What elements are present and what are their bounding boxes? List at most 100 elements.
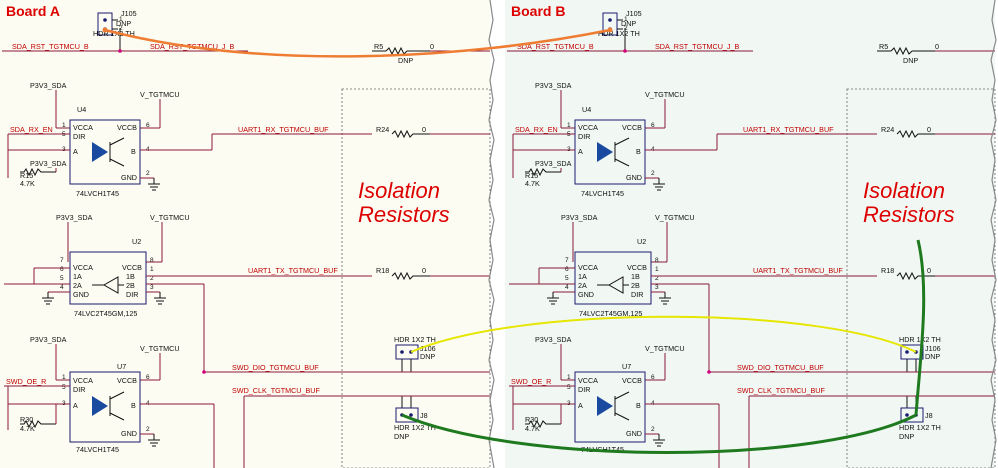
svg-text:74LVCH1T45: 74LVCH1T45 bbox=[76, 189, 119, 198]
svg-text:6: 6 bbox=[651, 122, 655, 129]
svg-text:DIR: DIR bbox=[73, 385, 85, 394]
svg-text:J106: J106 bbox=[420, 344, 436, 353]
svg-text:VCCB: VCCB bbox=[122, 263, 142, 272]
svg-text:VCCB: VCCB bbox=[622, 123, 642, 132]
svg-text:UART1_TX_TGTMCU_BUF: UART1_TX_TGTMCU_BUF bbox=[753, 266, 843, 275]
panel-separator bbox=[488, 0, 495, 468]
svg-text:GND: GND bbox=[578, 290, 594, 299]
svg-text:DIR: DIR bbox=[631, 290, 643, 299]
svg-text:2A: 2A bbox=[578, 281, 587, 290]
svg-text:P3V3_SDA: P3V3_SDA bbox=[30, 81, 67, 90]
svg-text:GND: GND bbox=[626, 173, 642, 182]
svg-text:VCCA: VCCA bbox=[578, 376, 598, 385]
svg-text:R5: R5 bbox=[374, 42, 383, 51]
svg-text:1B: 1B bbox=[126, 272, 135, 281]
svg-text:HDR 1X2 TH: HDR 1X2 TH bbox=[899, 335, 941, 344]
svg-text:0: 0 bbox=[927, 266, 931, 275]
svg-text:R15: R15 bbox=[20, 171, 33, 180]
orange-wire bbox=[104, 28, 611, 58]
svg-text:1: 1 bbox=[119, 16, 123, 23]
svg-text:4.7K: 4.7K bbox=[525, 424, 540, 433]
svg-text:DNP: DNP bbox=[398, 56, 413, 65]
isolation-label-2-b: Resistors bbox=[863, 202, 955, 227]
svg-text:U4: U4 bbox=[582, 105, 591, 114]
svg-text:U7: U7 bbox=[117, 362, 126, 371]
svg-text:DNP: DNP bbox=[420, 352, 435, 361]
svg-text:SWD_OE_R: SWD_OE_R bbox=[6, 377, 46, 386]
j105-dnp-a: DNP bbox=[116, 19, 131, 28]
svg-text:74LVCH1T45: 74LVCH1T45 bbox=[581, 189, 624, 198]
svg-text:6: 6 bbox=[146, 122, 150, 129]
svg-text:HDR 1X2 TH: HDR 1X2 TH bbox=[394, 335, 436, 344]
board-title-a: Board A bbox=[6, 3, 60, 19]
svg-text:4.7K: 4.7K bbox=[525, 179, 540, 188]
u4-buffer-b: P3V3_SDA V_TGTMCU U4 VCCA DIR A VCCB B G… bbox=[512, 81, 935, 198]
svg-text:UART1_TX_TGTMCU_BUF: UART1_TX_TGTMCU_BUF bbox=[248, 266, 338, 275]
svg-text:2A: 2A bbox=[73, 281, 82, 290]
svg-text:SDA_RST_TGTMCU_J_B: SDA_RST_TGTMCU_J_B bbox=[655, 42, 739, 51]
svg-text:B: B bbox=[636, 401, 641, 410]
svg-text:DNP: DNP bbox=[925, 352, 940, 361]
svg-text:5: 5 bbox=[567, 384, 571, 391]
svg-text:VCCA: VCCA bbox=[73, 263, 93, 272]
svg-text:P3V3_SDA: P3V3_SDA bbox=[561, 213, 598, 222]
svg-text:1A: 1A bbox=[73, 272, 82, 281]
svg-text:2: 2 bbox=[651, 426, 655, 433]
svg-text:U2: U2 bbox=[637, 237, 646, 246]
svg-text:1A: 1A bbox=[578, 272, 587, 281]
svg-text:J8: J8 bbox=[420, 411, 428, 420]
j106-header-a: HDR 1X2 TH J106 DNP bbox=[394, 335, 490, 373]
svg-text:4.7K: 4.7K bbox=[20, 424, 35, 433]
svg-text:R24: R24 bbox=[376, 125, 389, 134]
svg-text:P3V3_SDA: P3V3_SDA bbox=[535, 335, 572, 344]
j8-header-b: J8 HDR 1X2 TH DNP bbox=[899, 395, 995, 441]
svg-text:6: 6 bbox=[651, 374, 655, 381]
svg-text:B: B bbox=[131, 147, 136, 156]
yellow-wire bbox=[410, 315, 917, 353]
svg-text:74LVC2T45GM,125: 74LVC2T45GM,125 bbox=[74, 309, 137, 318]
svg-text:U2: U2 bbox=[132, 237, 141, 246]
svg-text:A: A bbox=[578, 401, 583, 410]
svg-text:2: 2 bbox=[150, 275, 154, 282]
svg-text:VCCB: VCCB bbox=[117, 376, 137, 385]
svg-text:R30: R30 bbox=[20, 415, 33, 424]
svg-text:UART1_RX_TGTMCU_BUF: UART1_RX_TGTMCU_BUF bbox=[743, 125, 834, 134]
green-wire bbox=[401, 413, 917, 454]
u7-buffer-a: P3V3_SDA V_TGTMCU U7 VCCA DIR A VCCB B G… bbox=[4, 335, 215, 468]
svg-text:8: 8 bbox=[655, 257, 659, 264]
svg-text:DNP: DNP bbox=[621, 19, 636, 28]
svg-text:J8: J8 bbox=[925, 411, 933, 420]
svg-text:U7: U7 bbox=[622, 362, 631, 371]
svg-text:VCCA: VCCA bbox=[73, 123, 93, 132]
svg-text:7: 7 bbox=[565, 257, 569, 264]
board-background-b bbox=[505, 0, 995, 468]
svg-text:A: A bbox=[73, 147, 78, 156]
svg-text:J106: J106 bbox=[925, 344, 941, 353]
svg-text:R5: R5 bbox=[879, 42, 888, 51]
svg-text:DIR: DIR bbox=[578, 385, 590, 394]
svg-text:V_TGTMCU: V_TGTMCU bbox=[645, 90, 685, 99]
svg-text:R15: R15 bbox=[525, 171, 538, 180]
svg-text:1: 1 bbox=[567, 122, 571, 129]
u2-buffer-b: P3V3_SDA V_TGTMCU U2 VCCA 1A 2A GND VCCB… bbox=[509, 213, 935, 372]
svg-text:UART1_RX_TGTMCU_BUF: UART1_RX_TGTMCU_BUF bbox=[238, 125, 329, 134]
svg-text:0: 0 bbox=[430, 42, 434, 51]
svg-text:DNP: DNP bbox=[394, 432, 409, 441]
svg-text:2: 2 bbox=[119, 25, 123, 32]
svg-text:SWD_DIO_TGTMCU_BUF: SWD_DIO_TGTMCU_BUF bbox=[232, 363, 319, 372]
svg-text:DIR: DIR bbox=[578, 132, 590, 141]
svg-text:1B: 1B bbox=[631, 272, 640, 281]
svg-text:R24: R24 bbox=[881, 125, 894, 134]
svg-text:0: 0 bbox=[422, 266, 426, 275]
svg-text:3: 3 bbox=[655, 284, 659, 291]
svg-text:6: 6 bbox=[565, 266, 569, 273]
svg-text:P3V3_SDA: P3V3_SDA bbox=[535, 81, 572, 90]
svg-text:J105: J105 bbox=[626, 9, 642, 18]
board-background-a bbox=[0, 0, 490, 468]
svg-text:0: 0 bbox=[935, 42, 939, 51]
svg-text:5: 5 bbox=[60, 275, 64, 282]
svg-text:HDR 1X2 TH: HDR 1X2 TH bbox=[598, 29, 640, 38]
svg-text:SWD_CLK_TGTMCU_BUF: SWD_CLK_TGTMCU_BUF bbox=[232, 386, 320, 395]
